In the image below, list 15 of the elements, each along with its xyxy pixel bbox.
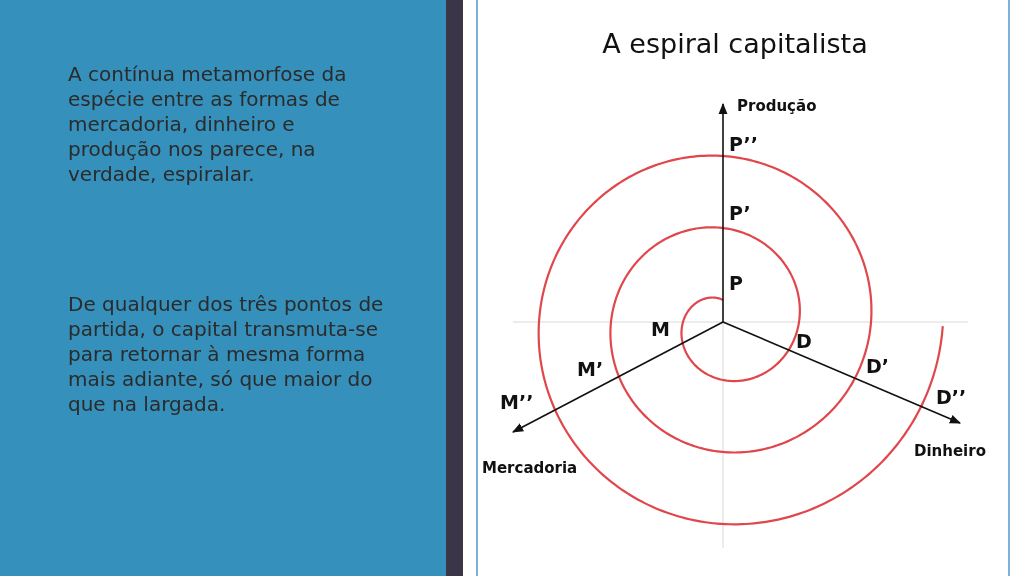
axis-label: Mercadoria: [482, 459, 578, 477]
point-label: P’: [729, 202, 751, 224]
point-label: M’: [577, 358, 604, 380]
point-label: D’’: [936, 386, 967, 408]
paragraph: A contínua metamorfose da espécie entre as formas de mercadoria, dinheiro e produção nos parece, na verdade, espiralar.: [68, 62, 348, 187]
point-label: P: [729, 272, 743, 294]
paragraph: De qualquer dos três pontos de partida, o capital transmuta-se para retornar à mesma forma mais adiante, só que maior do que na largada.: [68, 292, 385, 417]
axis-label: Dinheiro: [914, 442, 986, 460]
point-label: M’’: [500, 391, 534, 413]
point-label: D: [796, 330, 812, 352]
point-label: D’: [866, 355, 889, 377]
point-label: M: [651, 318, 670, 340]
point-label: P’’: [729, 133, 758, 155]
axis-label: Produção: [737, 97, 817, 115]
diagram-title: A espiral capitalista: [601, 28, 869, 59]
